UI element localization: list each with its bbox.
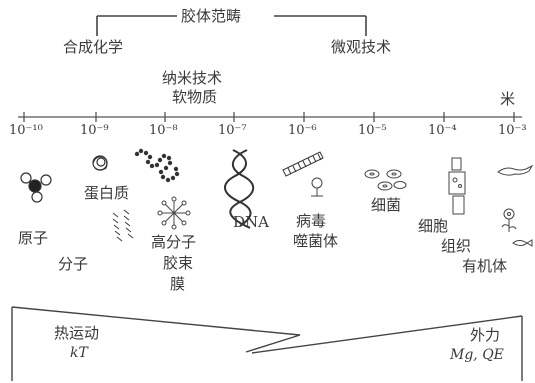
bacteria-icon [364,169,407,191]
tick-label: 10⁻⁵ [358,123,387,138]
organism-label: 有机体 [462,257,508,275]
dna-label: DNA [233,213,269,231]
tick-label: 10⁻⁶ [288,123,317,138]
atom-icon [20,172,52,203]
lizard-icon [497,164,534,176]
tick-label: 10⁻¹⁰ [9,123,43,138]
flower-icon [501,208,517,232]
cell-tissue-icon [448,157,466,215]
thermal-energy-symbol: kT [70,345,88,361]
molecule-label: 分子 [58,255,89,273]
micelle-icon [157,196,191,230]
scale-axis [18,112,522,122]
external-force-label: 外力 [470,326,501,344]
bacteriophage-icon [311,177,323,197]
protein-icon [92,155,108,171]
protein-label: 蛋白质 [84,184,130,202]
thermal-motion-label: 热运动 [54,324,100,342]
tissue-label: 组织 [441,237,472,255]
virus-label: 病毒 [296,212,327,230]
virus-rod-icon [282,151,324,177]
force-wedges [11,306,523,381]
external-force-symbol: Mg, QE [450,347,504,363]
polymer-chain-icon [134,148,180,183]
colloid-domain-label: 胶体范畴 [181,7,242,25]
tick-label: 10⁻⁸ [149,123,178,138]
soft-matter-label: 软物质 [172,88,218,106]
bacteriophage-label: 噬菌体 [293,232,339,250]
polymer-label: 高分子 [151,233,197,251]
bacteria-label: 细菌 [371,196,402,214]
synthetic-chemistry-label: 合成化学 [63,38,124,56]
microtechnology-label: 微观技术 [331,38,392,56]
atom-label: 原子 [18,229,49,247]
tick-label: 10⁻⁹ [80,123,109,138]
micelle-label: 胶束 [163,254,194,272]
tick-label: 10⁻³ [498,123,527,138]
fish-icon [512,239,533,247]
membrane-label: 膜 [170,275,186,293]
membrane-icon [112,209,134,242]
tick-label: 10⁻⁷ [218,123,247,138]
tick-label: 10⁻⁴ [428,123,457,138]
dna-helix-icon [224,149,255,229]
cell-label: 细胞 [418,217,449,235]
nanotechnology-label: 纳米技术 [162,69,223,87]
colloid-bracket [96,15,367,36]
meter-unit-label: 米 [500,90,516,108]
